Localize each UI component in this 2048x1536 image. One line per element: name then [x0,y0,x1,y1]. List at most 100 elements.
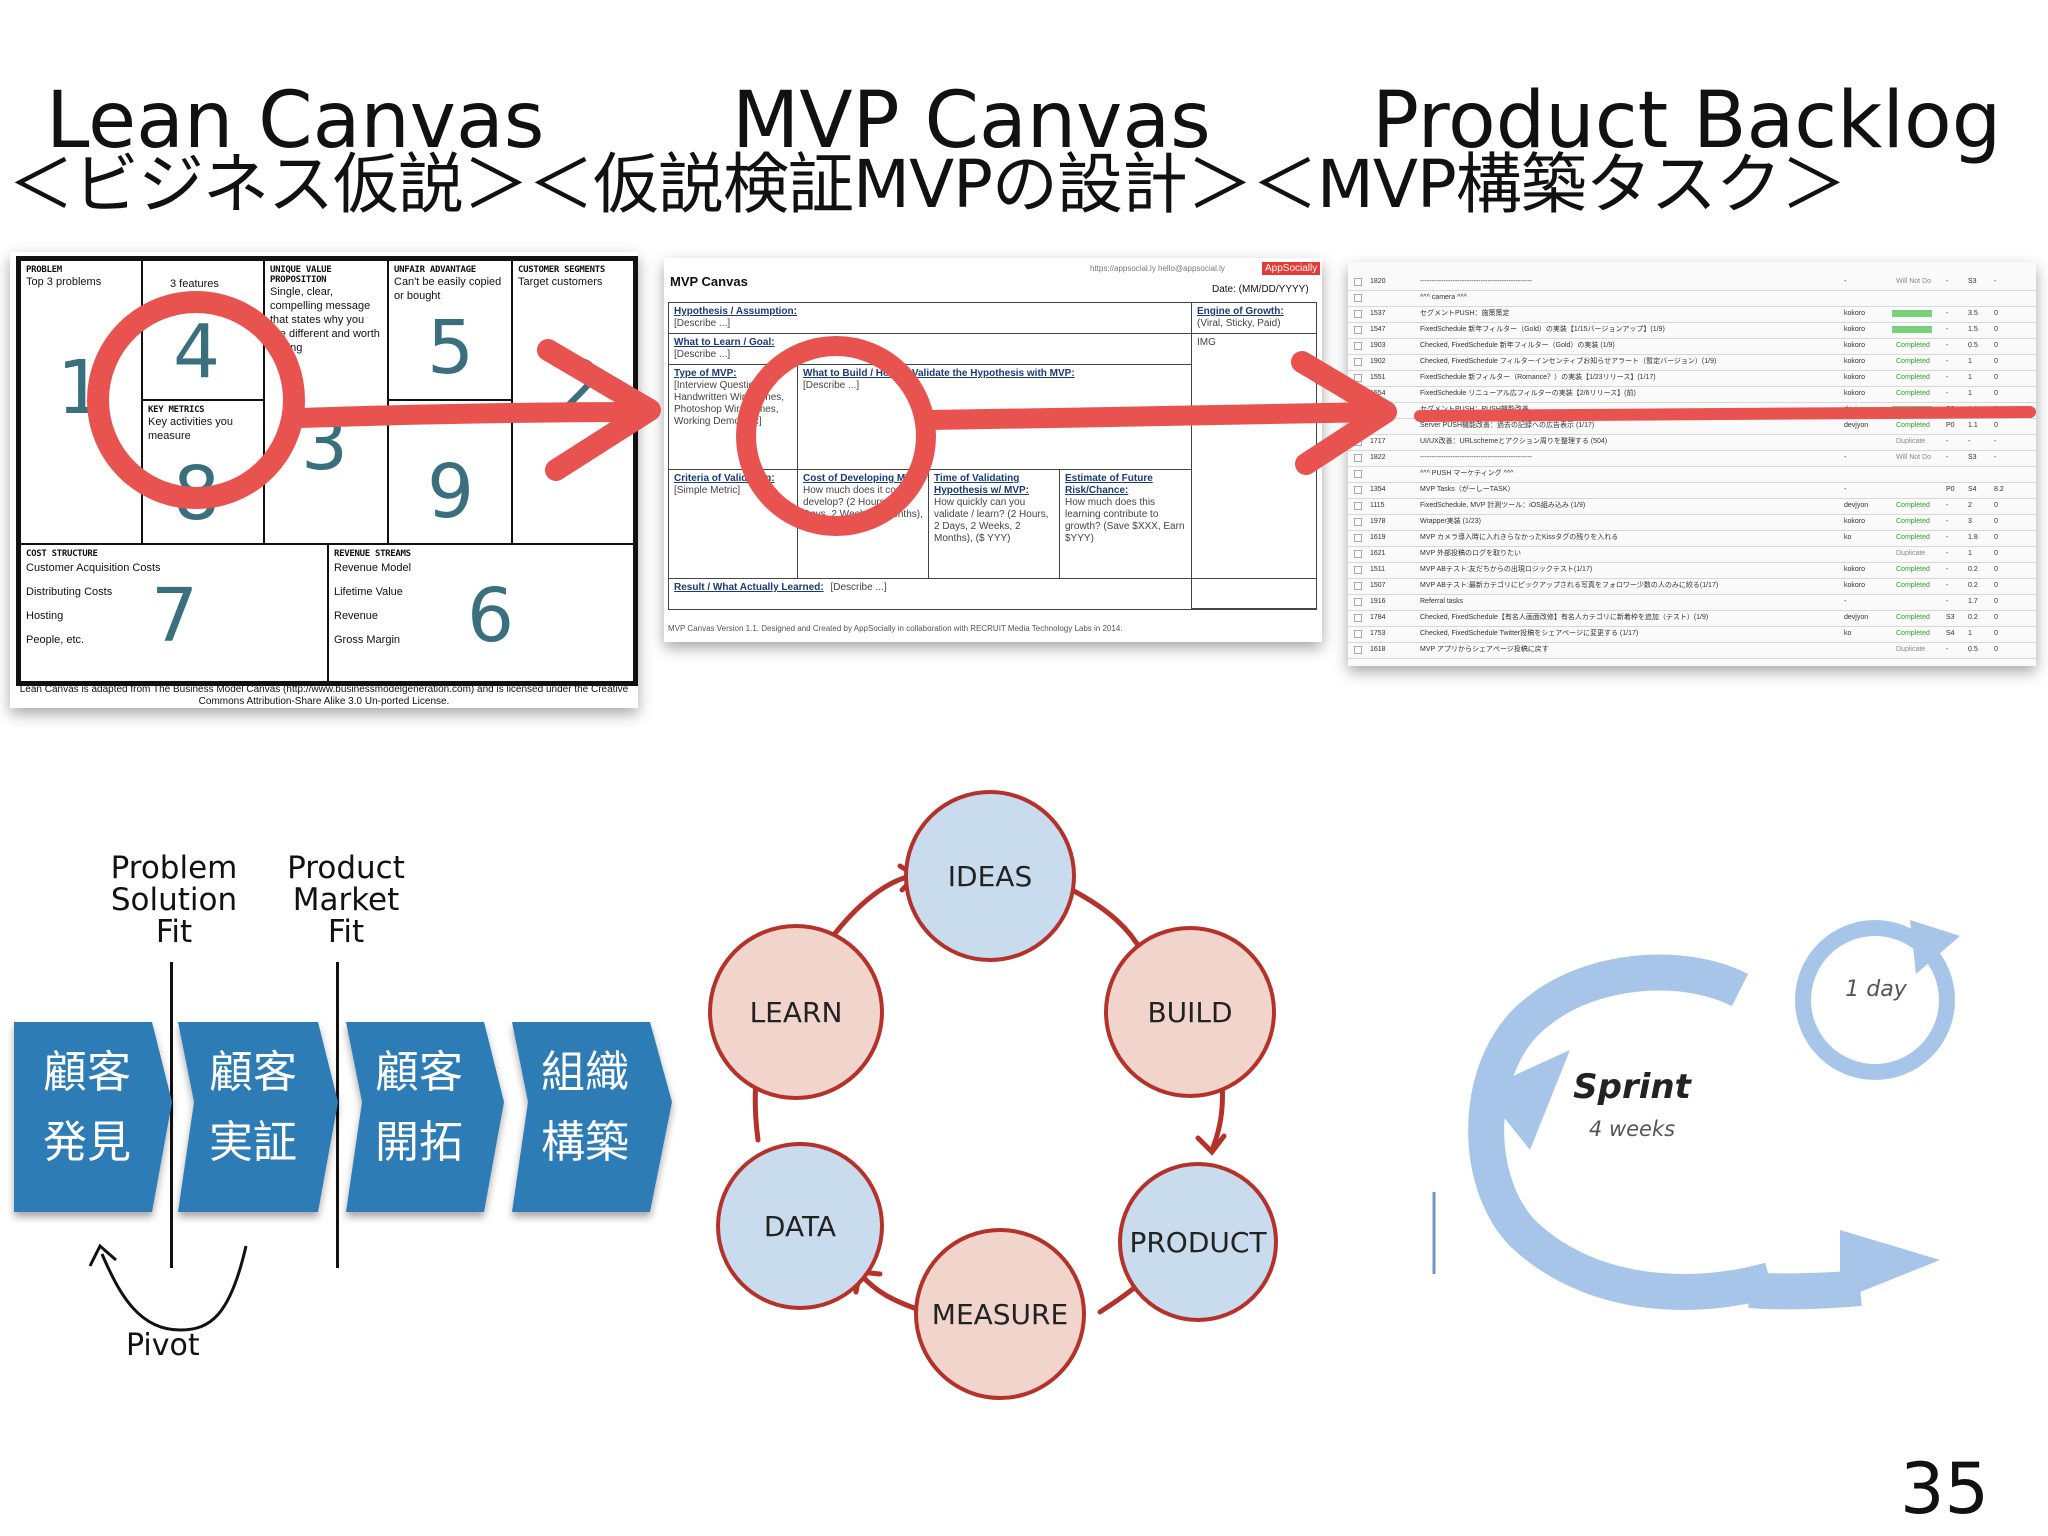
backlog-checkbox[interactable] [1354,614,1362,622]
backlog-checkbox[interactable] [1354,646,1362,654]
backlog-checkbox[interactable] [1354,550,1362,558]
backlog-estimate: - [1994,278,1997,285]
learn-text: [Describe ...] [674,349,731,360]
backlog-title[interactable]: ^^^ camera ^^^ [1420,294,1467,301]
backlog-title[interactable]: MVP アプリからシェアページ投稿に戻す [1420,646,1549,653]
backlog-row[interactable]: ^^^ camera ^^^ [1348,290,2036,307]
backlog-title[interactable]: Wrapper実装 (1/23) [1420,518,1481,525]
backlog-title[interactable]: MVP ABテスト:友だちからの出現ロジックテスト(1/17) [1420,566,1593,573]
revenue-item: Gross Margin [334,634,401,646]
cycle-arrowhead-product [1195,1133,1227,1156]
lean-number-4: 4 [173,309,221,395]
backlog-sprint: 1.8 [1968,534,1978,541]
backlog-checkbox[interactable] [1354,534,1362,542]
backlog-checkbox[interactable] [1354,518,1362,526]
backlog-title[interactable]: MVP カメラ導入時に入れきらなかったKissタグの残りを入れる [1420,534,1619,541]
backlog-row[interactable]: 1820------------------------------------… [1348,274,2036,291]
backlog-priority: - [1946,358,1949,365]
one-day-label: 1 day [1845,977,1907,1002]
img-label: IMG [1197,337,1216,348]
backlog-status: Will Not Do [1896,454,1932,461]
backlog-title[interactable]: Referral tasks [1420,598,1464,605]
backlog-title[interactable]: FixedSchedule, MVP 計測ツール：iOS組み込み (1/9) [1420,502,1586,509]
learn-node [708,924,884,1100]
backlog-title[interactable]: Server PUSH機能改善：過去の記録への広告表示 (1/17) [1420,422,1595,429]
backlog-title[interactable]: FixedSchedule リニューアル広フィルターの実装【2/6リリース】(前… [1420,390,1636,397]
cost-item: People, etc. [26,634,85,646]
segments-head: CUSTOMER SEGMENTS [518,265,606,275]
backlog-checkbox[interactable] [1354,278,1362,286]
backlog-owner: ko [1844,534,1852,541]
segments-text: Target customers [518,276,603,288]
backlog-estimate: 0 [1994,566,1998,573]
backlog-title[interactable]: ----------------------------------------… [1420,454,1532,461]
backlog-checkbox[interactable] [1354,470,1362,478]
uvp-text: Single, clear, compelling message that s… [270,286,380,354]
backlog-checkbox[interactable] [1354,502,1362,510]
backlog-owner: - [1844,278,1847,285]
red-annotation-overlay [87,291,2036,536]
product-node [1118,1162,1278,1322]
backlog-checkbox[interactable] [1354,566,1362,574]
backlog-title[interactable]: Checked, FixedSchedule Twitter投稿をシェアページに… [1420,630,1639,637]
backlog-checkbox[interactable] [1354,374,1362,382]
backlog-title[interactable]: UI/UX改善：URLschemeとアクション周りを整理する (504) [1420,438,1608,445]
metrics-text: Key activities you measure [148,416,233,442]
risk-text: How much does this learning contribute t… [1065,497,1185,544]
lean-canvas-title: Lean Canvas [46,76,545,166]
backlog-title[interactable]: FixedSchedule 新年フィルター（Gold）の実装【1/15バージョン… [1420,326,1665,333]
backlog-title[interactable]: Checked, FixedSchedule 新年フィルター（Gold）の実装 … [1420,342,1615,349]
backlog-estimate: 0 [1994,534,1998,541]
sprint-title: Sprint [1573,1067,1692,1107]
backlog-progress-bar [1892,310,1932,317]
hypothesis-head: Hypothesis / Assumption: [674,306,797,317]
backlog-checkbox[interactable] [1354,342,1362,350]
backlog-title[interactable]: ----------------------------------------… [1420,278,1532,285]
backlog-checkbox[interactable] [1354,582,1362,590]
backlog-sprint: 1.1 [1968,422,1978,429]
backlog-title[interactable]: セグメントPUSH：PUSH機能改善 [1420,406,1529,413]
backlog-checkbox[interactable] [1354,486,1362,494]
learn-head: What to Learn / Goal: [674,337,775,348]
backlog-title[interactable]: MVP Tasks（がーしーTASK） [1420,486,1515,493]
red-arrow-2 [920,402,1390,430]
backlog-checkbox[interactable] [1354,310,1362,318]
backlog-checkbox[interactable] [1354,598,1362,606]
backlog-title[interactable]: MVP ABテスト:最新カテゴリにピックアップされる写真をフォロワー少数の人のみ… [1420,582,1719,589]
backlog-title[interactable]: セグメントPUSH：施策策定 [1420,310,1510,317]
backlog-checkbox[interactable] [1354,294,1362,302]
backlog-title[interactable]: Checked, FixedSchedule フィルターインセンティブお知らせア… [1420,358,1717,365]
backlog-title[interactable]: FixedSchedule 新フィルター（Romance？）の実装【1/23リリ… [1420,374,1656,381]
backlog-status: Will Not Do [1896,278,1932,285]
red-arrow-1 [290,402,658,428]
backlog-title[interactable]: MVP 外部投稿のログを取りたい [1420,550,1521,557]
backlog-owner: kokoro [1844,326,1866,333]
backlog-row[interactable]: 1822------------------------------------… [1348,450,2036,467]
backlog-checkbox[interactable] [1354,630,1362,638]
lean-number-9: 9 [427,449,475,535]
result-head: Result / What Actually Learned: [674,582,824,593]
backlog-title[interactable]: Checked, FixedSchedule【有名人画面改修】有名人カテゴリに新… [1420,614,1709,621]
backlog-checkbox[interactable] [1354,454,1362,462]
backlog-title[interactable]: ^^^ PUSH マーケティング ^^^ [1420,470,1514,477]
backlog-checkbox[interactable] [1354,326,1362,334]
backlog-row[interactable]: ^^^ PUSH マーケティング ^^^ [1348,466,2036,483]
chevron-3-text: 顧客 開拓 [356,1038,482,1178]
backlog-checkbox[interactable] [1354,358,1362,366]
